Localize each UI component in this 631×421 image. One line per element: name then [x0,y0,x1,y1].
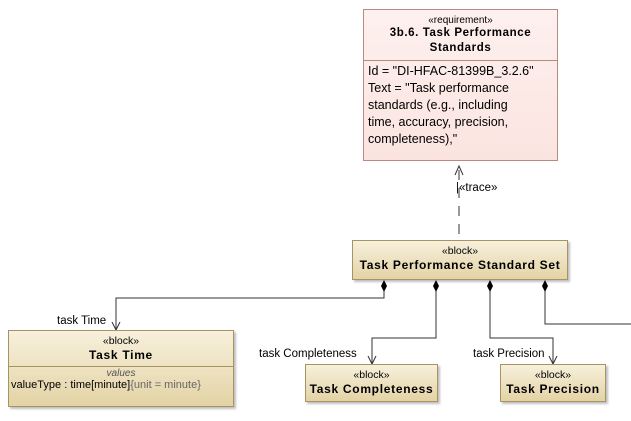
requirement-name-line-1: 3b.6. Task Performance [389,27,532,39]
block-name: Task Time [89,348,153,362]
composition-task-completeness-line[interactable] [371,284,437,364]
requirement-name-line-2: Standards [429,42,492,54]
block-name: Task Performance Standard Set [359,258,561,272]
values-divider [9,366,233,367]
composition-task-precision-line[interactable] [489,284,554,364]
value-unit-tag: {unit = minute} [130,379,201,391]
requirement-task-performance-standards[interactable]: «requirement» 3b.6. Task Performance Sta… [363,9,558,161]
value-type-text: valueType : time[minute] [11,379,131,391]
block-stereotype: «block» [353,369,390,381]
block-name: Task Precision [506,382,600,396]
requirement-properties: Id = "DI-HFAC-81399B_3.2.6" Text = "Task… [364,61,557,148]
block-stereotype: «block» [534,369,572,381]
requirement-text-line: Text = "Task performance [368,81,509,95]
requirement-stereotype: «requirement» [428,15,493,26]
composition-task-time-line[interactable] [115,284,385,330]
role-label-task-completeness: task Completeness [259,348,357,360]
block-task-completeness[interactable]: «block» Task Completeness [305,364,438,402]
value-type-property: valueType : time[minute]{unit = minute} [9,379,233,391]
values-compartment-title: values [106,368,136,379]
requirement-text-line: completeness)," [368,132,458,146]
role-label-task-time: task Time [57,315,107,327]
block-stereotype: «block» [441,245,479,257]
composition-diamond-time [381,280,387,292]
composition-diamond-completeness [433,280,439,292]
block-task-performance-standard-set[interactable]: «block» Task Performance Standard Set [352,240,568,280]
composition-diamond-precision [487,280,493,292]
requirement-text-line: time, accuracy, precision, [368,115,509,129]
block-name: Task Completeness [309,382,434,396]
block-task-time[interactable]: «block» Task Time values valueType : tim… [8,330,234,407]
block-stereotype: «block» [102,335,140,347]
composition-diamond-offscreen [542,280,548,292]
requirement-id: Id = "DI-HFAC-81399B_3.2.6" [368,64,534,78]
composition-offscreen-line[interactable] [544,284,631,325]
requirement-text-line: standards (e.g., including [368,98,508,112]
block-task-precision[interactable]: «block» Task Precision [500,364,606,402]
trace-arrowhead [454,164,464,176]
role-label-task-precision: task Precision [473,348,545,360]
requirement-divider [364,60,557,61]
trace-label: |«trace» [456,182,498,194]
